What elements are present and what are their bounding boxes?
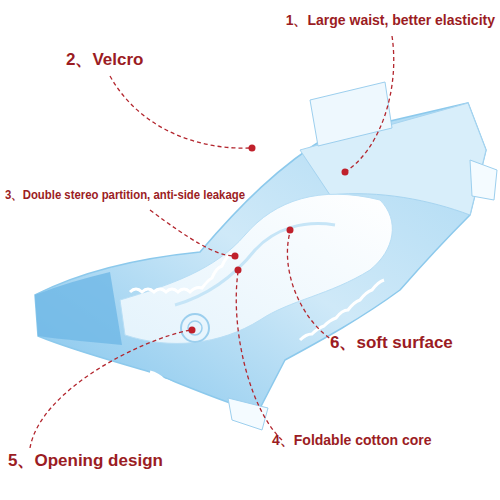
ruffle [300,280,384,340]
leader-dot [249,145,256,152]
ruffle [150,372,220,406]
leader-line [287,232,335,342]
leader-line [345,36,394,172]
leader-dot [235,267,242,274]
bottom-tab [228,398,268,430]
opening-mark [181,314,209,342]
side-tab [470,160,497,200]
leader-dot [189,327,196,334]
absorbent-pad [120,194,392,343]
callout-label: 5、Opening design [8,451,163,471]
velcro-tape [310,82,392,146]
callout-label: 1、Large waist, better elasticity [286,12,495,29]
leader-dot [232,253,239,260]
front-panel [35,272,122,345]
leader-lines [30,36,394,448]
leader-dot [287,227,294,234]
leader-line [30,330,190,448]
callout-label: 2、Velcro [66,50,144,70]
callout-label: 4、Foldable cotton core [272,432,431,449]
callout-label: 6、soft surface [330,333,453,353]
pad-fold [175,224,335,305]
callout-label: 3、Double stereo partition, anti-side lea… [5,187,245,203]
leader-line [110,76,250,148]
leader-line [150,210,233,256]
leader-line [236,272,282,440]
leader-dots [189,145,349,334]
opening-mark [188,321,202,335]
leader-dot [342,169,349,176]
leak-guard [130,254,232,292]
